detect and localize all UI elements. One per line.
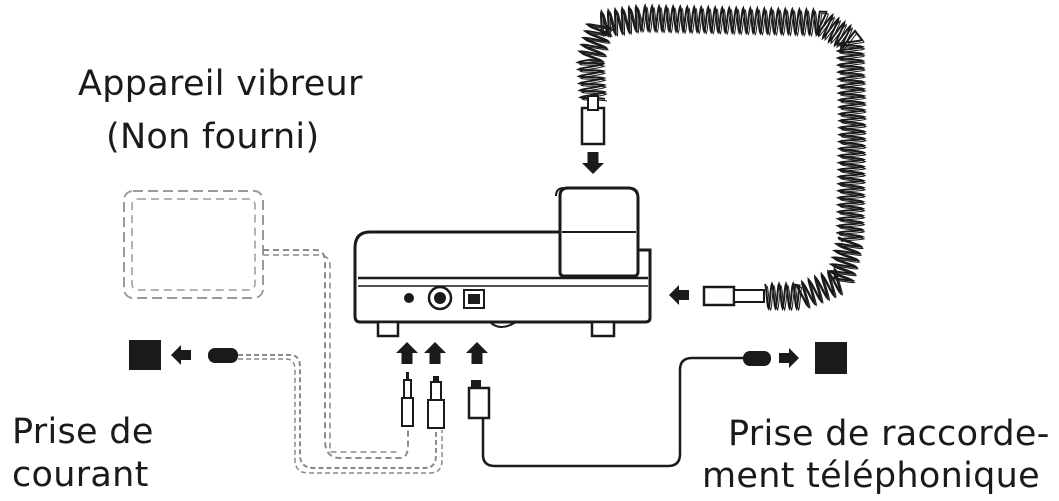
coil-strand (575, 3, 867, 312)
power-jack (427, 376, 445, 429)
phone-socket-label-2: ment téléphonique (702, 456, 1040, 496)
power-cable (238, 354, 437, 469)
coil-strand-shadow (578, 6, 868, 312)
phone-socket-label: Prise de raccorde- (728, 414, 1050, 454)
power-arrow-icon (171, 345, 191, 365)
vibrator-label: Appareil vibreur (78, 64, 363, 104)
arrow-left-base-cord-icon (669, 285, 689, 305)
vibrator-device (123, 190, 264, 299)
power-socket-icon (129, 340, 161, 370)
arrow-up-power-icon (424, 342, 446, 364)
power-socket-label: Prise de (12, 412, 154, 452)
vibrator-cable (263, 249, 409, 459)
phone-socket-icon (815, 342, 847, 374)
phone-handset (555, 186, 640, 278)
arrow-up-line-icon (466, 342, 488, 364)
vibrator-note: (Non fourni) (106, 117, 320, 157)
vibrator-jack (401, 372, 414, 427)
power-plug (208, 348, 238, 363)
coiled-handset-cord (575, 3, 868, 312)
arrow-down-handset-icon (582, 152, 604, 174)
phone-arrow-icon (779, 348, 799, 368)
telephone-line-cable (481, 356, 745, 468)
power-socket-label-2: courant (12, 455, 149, 495)
base-cord-plug (702, 285, 765, 307)
handset-cord-plug (580, 95, 606, 146)
line-plug (467, 380, 491, 420)
arrow-up-vibrator-icon (396, 342, 418, 364)
phone-line-plug (743, 351, 771, 366)
